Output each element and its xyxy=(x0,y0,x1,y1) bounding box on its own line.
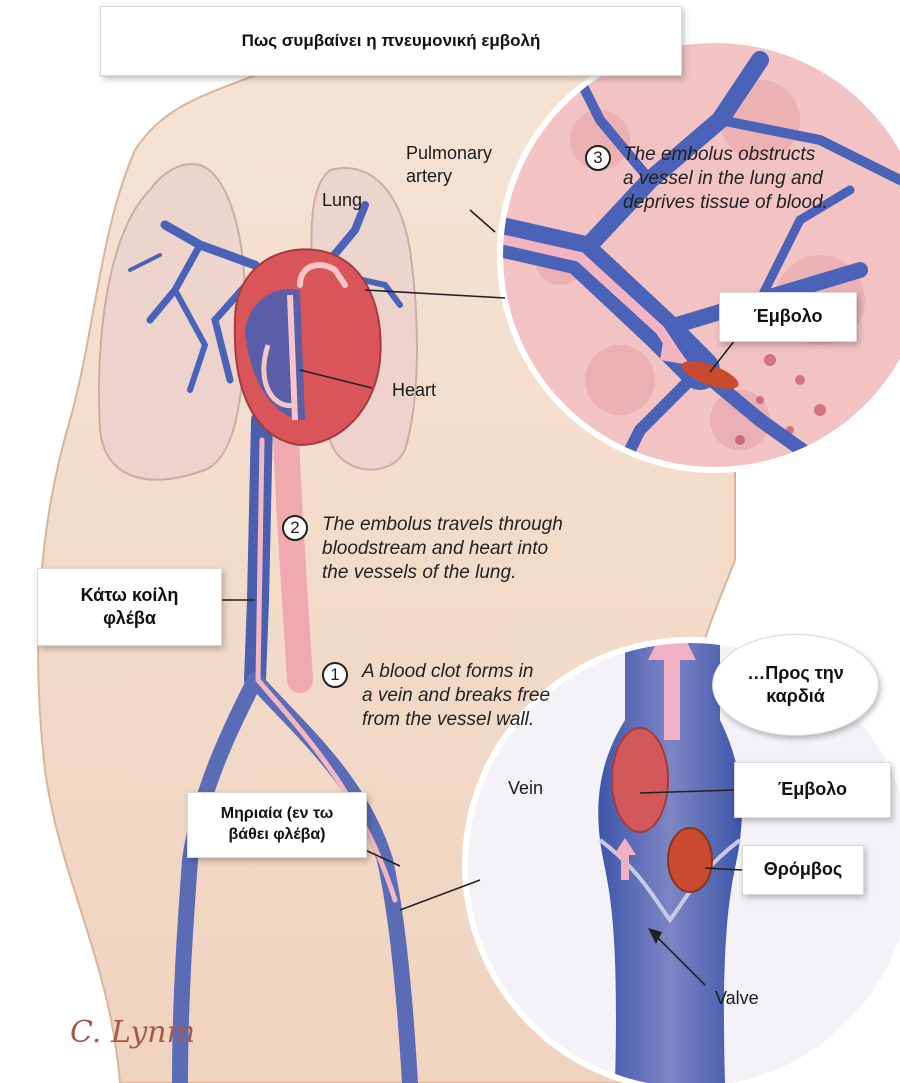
valve-label: Valve xyxy=(715,988,759,1008)
heart xyxy=(233,248,382,447)
step-3-note: 3 The embolus obstructs a vessel in the … xyxy=(585,143,895,214)
embolus-lung-box: Έμβολο xyxy=(719,292,857,342)
thrombus-box: Θρόμβος xyxy=(742,845,864,895)
step-3-badge: 3 xyxy=(585,145,611,171)
step-2-text: The embolus travels through bloodstream … xyxy=(322,514,563,583)
step-1-text: A blood clot forms in a vein and breaks … xyxy=(362,661,551,730)
step-2-note: 2 The embolus travels through bloodstrea… xyxy=(282,513,642,584)
step-1-badge: 1 xyxy=(322,662,348,688)
vein-label: Vein xyxy=(508,778,544,798)
leader-lines xyxy=(220,209,743,986)
step-2-badge: 2 xyxy=(282,515,308,541)
artist-signature: C. Lynm xyxy=(70,1015,196,1050)
heart-label: Heart xyxy=(392,380,437,400)
step-3-text: The embolus obstructs a vessel in the lu… xyxy=(623,144,828,213)
valve-arrowhead xyxy=(648,928,662,944)
inferior-vena-cava-box: Κάτω κοίλη φλέβα xyxy=(37,568,222,646)
to-heart-bubble: …Προς την καρδιά xyxy=(712,634,879,736)
lung-label: Lung xyxy=(322,190,363,210)
femoral-vein-box: Μηριαία (εν τω βάθει φλέβα) xyxy=(187,792,367,858)
step-1-note: 1 A blood clot forms in a vein and break… xyxy=(322,660,622,731)
aorta xyxy=(272,407,313,693)
left-lung-shape xyxy=(98,163,247,481)
page-title: Πως συμβαίνει η πνευμονική εμβολή xyxy=(100,6,682,76)
pulmonary-artery-label: Pulmonary artery xyxy=(406,143,493,186)
embolus-vein-box: Έμβολο xyxy=(734,762,891,818)
